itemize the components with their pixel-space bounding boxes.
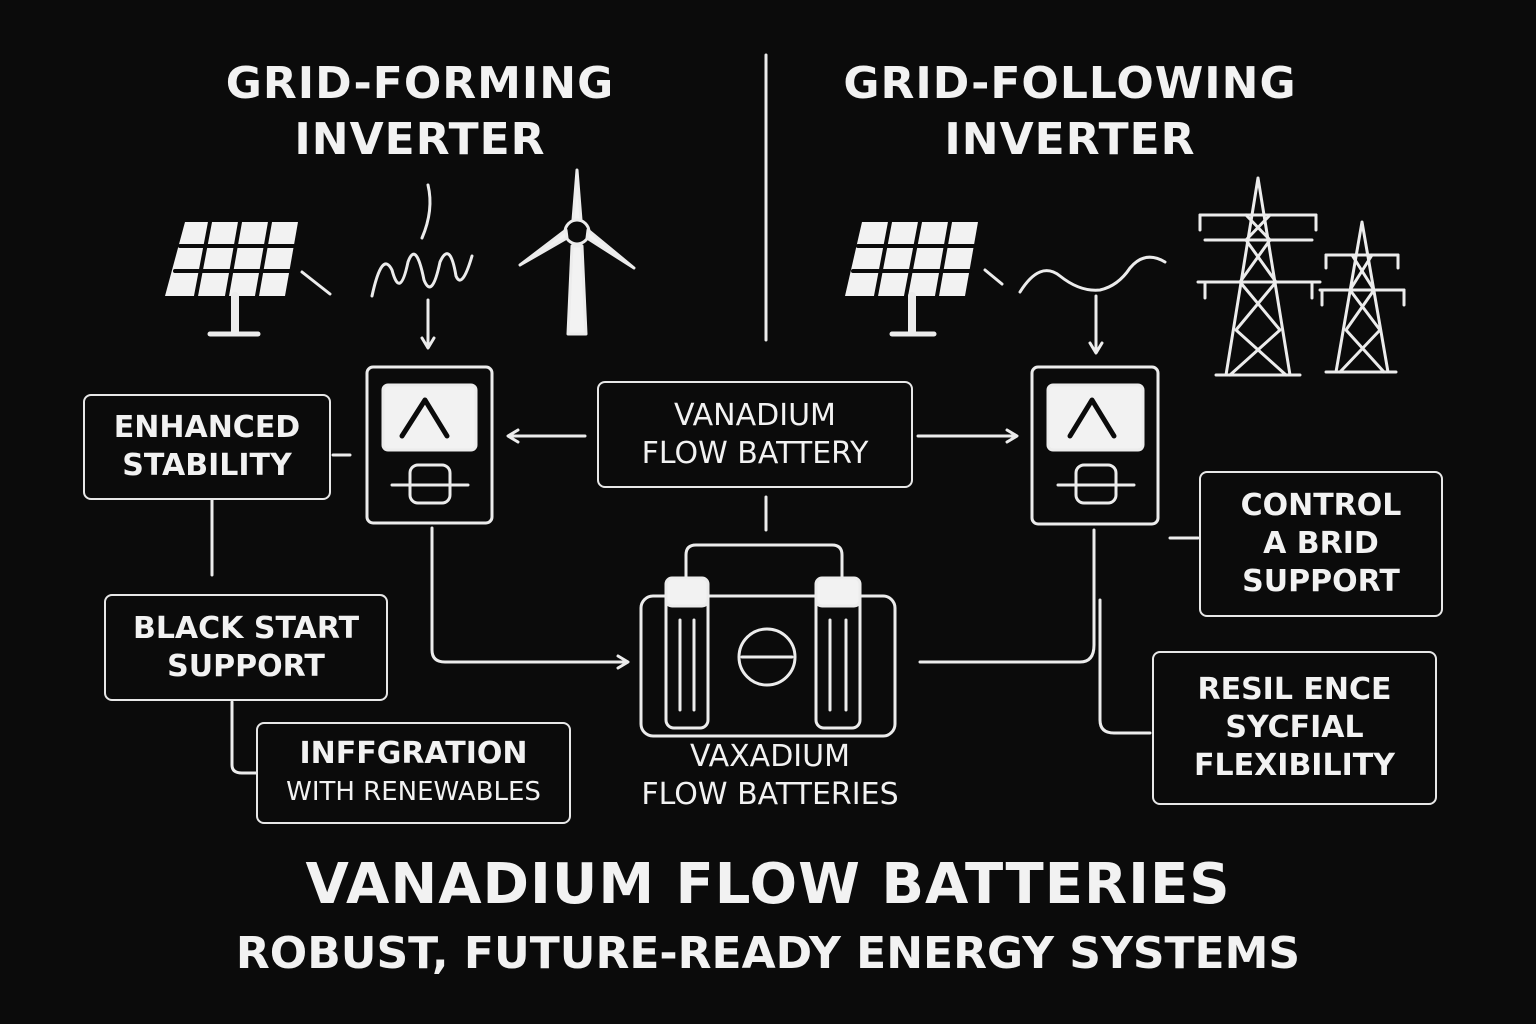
- vanadium-flow-battery-box: VANADIUM FLOW BATTERY: [597, 381, 913, 488]
- black-start-support-box: BLACK START SUPPORT: [104, 594, 388, 701]
- box-line: SUPPORT: [167, 648, 325, 684]
- wind-turbine-icon: [518, 168, 636, 336]
- title-line: GRID-FORMING: [225, 58, 615, 109]
- box-line: WITH RENEWABLES: [286, 777, 541, 807]
- box-line: BLACK START: [132, 610, 360, 646]
- label-line: FLOW BATTERIES: [641, 777, 899, 812]
- box-line: INFFGRATION: [299, 736, 528, 771]
- box-line: STABILITY: [122, 448, 292, 483]
- box-line: SYCFIAL: [1225, 710, 1364, 745]
- box-line: FLOW BATTERY: [641, 435, 869, 471]
- box-line: SUPPORT: [1242, 564, 1400, 599]
- box-line: ENHANCED: [113, 410, 301, 445]
- transmission-tower-icon-large: [1196, 176, 1322, 377]
- title-line: INVERTER: [944, 114, 1196, 165]
- solar-panel-icon-right: [845, 220, 1004, 337]
- waveform-icon-left: [370, 183, 474, 350]
- control-grid-support-box: CONTROL A BRID SUPPORT: [1199, 471, 1443, 617]
- inverter-icon-left: [365, 365, 494, 525]
- grid-following-title: GRID-FOLLOWING INVERTER: [810, 56, 1330, 168]
- box-line: FLEXIBILITY: [1194, 748, 1395, 783]
- integration-renewables-box: INFFGRATION WITH RENEWABLES: [256, 722, 571, 824]
- footer-title: VANADIUM FLOW BATTERIES: [305, 852, 1231, 917]
- connector-arrows: [210, 428, 1200, 775]
- title-line: GRID-FOLLOWING: [843, 58, 1297, 109]
- label-line: VAXADIUM: [690, 739, 850, 774]
- battery-label: VAXADIUM FLOW BATTERIES: [600, 738, 940, 814]
- box-line: VANADIUM: [674, 397, 836, 433]
- solar-panel-icon-left: [165, 220, 332, 337]
- box-line: A BRID: [1263, 526, 1379, 561]
- box-line: CONTROL: [1240, 488, 1402, 523]
- flow-battery-icon: [639, 543, 897, 738]
- enhanced-stability-box: ENHANCED STABILITY: [83, 394, 331, 500]
- resilience-flexibility-box: RESIL ENCE SYCFIAL FLEXIBILITY: [1152, 651, 1437, 805]
- box-line: RESIL ENCE: [1197, 672, 1392, 707]
- waveform-icon-right: [1018, 255, 1167, 355]
- transmission-tower-icon-small: [1318, 220, 1406, 374]
- footer-subtitle: ROBUST, FUTURE-READY ENERGY SYSTEMS: [235, 928, 1301, 979]
- inverter-icon-right: [1030, 365, 1160, 526]
- grid-forming-title: GRID-FORMING INVERTER: [170, 56, 670, 168]
- title-line: INVERTER: [294, 114, 546, 165]
